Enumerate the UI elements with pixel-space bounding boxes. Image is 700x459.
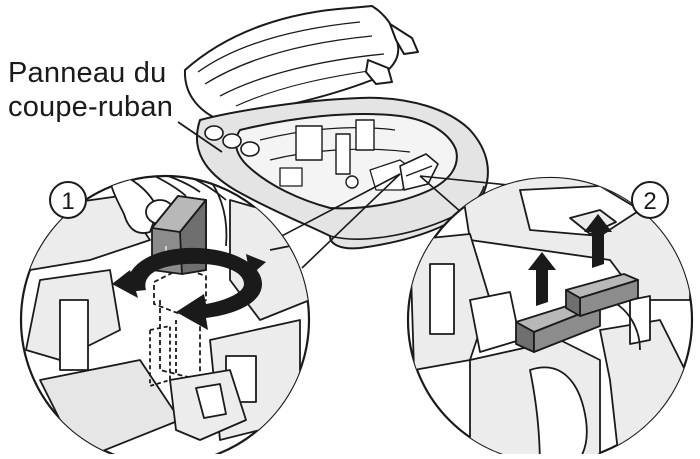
up-arrow-icon [528, 252, 556, 306]
label-maker-device [183, 5, 489, 250]
lift-arrows [528, 214, 612, 306]
callout-label-line-2: coupe-ruban [8, 91, 174, 123]
step-1-badge [49, 181, 87, 219]
rotate-arrow-icon [112, 247, 266, 330]
hand-fingers [108, 176, 159, 234]
callout-label-line-1: Panneau du [8, 57, 167, 89]
cutter-panel-lifted [515, 273, 639, 353]
up-arrow-icon [584, 214, 612, 268]
step-2-badge [631, 181, 669, 219]
step-1-number: 1 [61, 188, 74, 215]
callout-leader-line [177, 121, 223, 153]
detail-circle-step-2: 2 [406, 176, 694, 459]
step-2-number: 2 [643, 188, 656, 215]
